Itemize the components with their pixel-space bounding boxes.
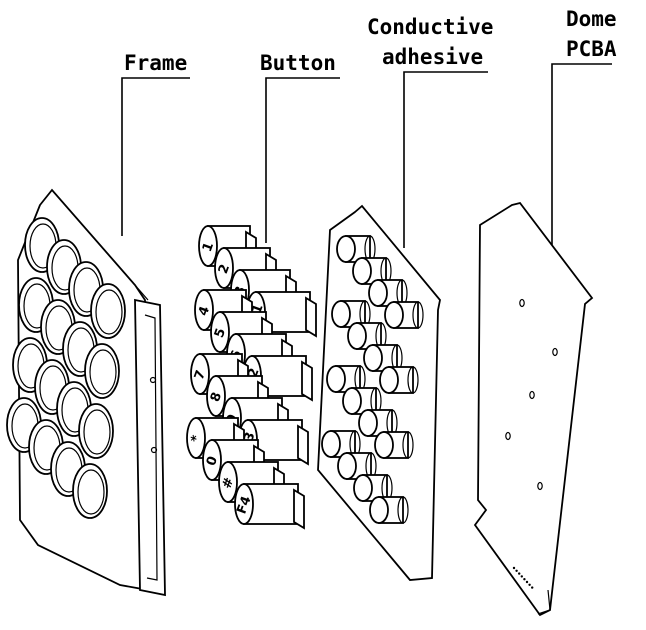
conductive-pad-face xyxy=(358,409,378,437)
conductive-pad-base xyxy=(402,431,414,459)
frame-key-hole-inner xyxy=(83,409,111,455)
button-cap-face xyxy=(198,225,218,267)
conductive-label-line2: adhesive xyxy=(382,45,483,69)
button-cap-face xyxy=(210,311,230,353)
button-cap-face xyxy=(194,289,214,331)
pcba-hole xyxy=(552,347,558,357)
pcba-edge xyxy=(519,202,593,305)
pcba-connector-pin xyxy=(512,566,516,570)
pcba-notch xyxy=(537,589,551,615)
button-flange xyxy=(305,296,317,338)
button-leader-line xyxy=(265,77,340,243)
frame-hole xyxy=(149,376,157,384)
frame-hole xyxy=(150,446,158,454)
pcba-hole xyxy=(505,431,511,441)
conductive-sheet-edge xyxy=(361,205,441,301)
button-cap-face xyxy=(206,375,226,417)
button-cap-face xyxy=(214,247,234,289)
conductive-pad-base xyxy=(412,301,424,329)
conductive-pad-face xyxy=(342,387,362,415)
button-key-legend: # xyxy=(220,475,238,490)
frame-key-hole-inner xyxy=(95,289,123,335)
button-label: Button xyxy=(260,51,336,75)
conductive-label-line1: Conductive xyxy=(367,15,493,39)
pcba-connector-pin xyxy=(523,578,526,581)
button-part: 123F1456F2789F3*0#F4 xyxy=(186,225,317,530)
pcba-hole xyxy=(529,390,535,400)
button-flange xyxy=(301,360,313,402)
dome-leader-line xyxy=(551,63,612,245)
conductive-pad-face xyxy=(379,366,399,394)
conductive-pad-base xyxy=(397,496,409,524)
frame-leader-line xyxy=(121,77,190,236)
dome-label-line1: Dome xyxy=(566,7,617,31)
dome-pcba-part xyxy=(473,201,594,617)
conductive-leader-line xyxy=(403,71,488,248)
pcba-connector-pins xyxy=(512,566,534,589)
button-key-legend: * xyxy=(188,433,204,445)
pcba-hole xyxy=(537,481,543,491)
pcba-connector-pin xyxy=(515,569,518,572)
conductive-adhesive-part xyxy=(317,204,441,581)
conductive-pad-face xyxy=(369,496,389,524)
frame-label: Frame xyxy=(124,51,187,75)
pcba-connector-pin xyxy=(525,580,529,584)
button-caps: 123F1456F2789F3*0#F4 xyxy=(186,225,317,530)
conductive-pads xyxy=(321,235,424,524)
pcba-hole xyxy=(519,298,525,308)
pcba-board xyxy=(473,201,594,617)
frame-key-hole-inner xyxy=(77,469,105,515)
conductive-pad-base xyxy=(407,366,419,394)
conductive-pad-face xyxy=(331,300,351,328)
button-key-legend: F4 xyxy=(234,494,254,516)
pcba-connector-pin xyxy=(520,575,523,578)
button-cap-face xyxy=(234,483,254,525)
frame-top-edge xyxy=(51,189,149,301)
button-flange xyxy=(297,424,309,466)
button-cap-face xyxy=(186,417,206,459)
dome-label-line2: PCBA xyxy=(566,37,617,61)
conductive-pad-face xyxy=(347,322,367,350)
conductive-pad-face xyxy=(353,474,373,502)
conductive-pad-face xyxy=(321,430,341,458)
frame-holes xyxy=(6,217,126,519)
frame-key-hole-inner xyxy=(89,349,117,395)
pcba-connector-pin xyxy=(531,586,534,589)
frame-side xyxy=(134,298,166,597)
conductive-pad-face xyxy=(337,452,357,480)
conductive-pad-face xyxy=(363,344,383,372)
pcba-connector-pin xyxy=(528,583,531,586)
conductive-pad-face xyxy=(352,257,372,285)
button-cap-face xyxy=(202,439,222,481)
conductive-pad-face xyxy=(384,301,404,329)
conductive-pad-face xyxy=(326,365,346,393)
button-flange xyxy=(293,488,305,530)
conductive-pad-face xyxy=(368,279,388,307)
conductive-pad-face xyxy=(336,235,356,263)
conductive-pad-face xyxy=(374,431,394,459)
button-cap-face xyxy=(190,353,210,395)
frame-part xyxy=(6,188,166,597)
pcba-connector-pin xyxy=(518,572,521,575)
button-cap-face xyxy=(218,461,238,503)
